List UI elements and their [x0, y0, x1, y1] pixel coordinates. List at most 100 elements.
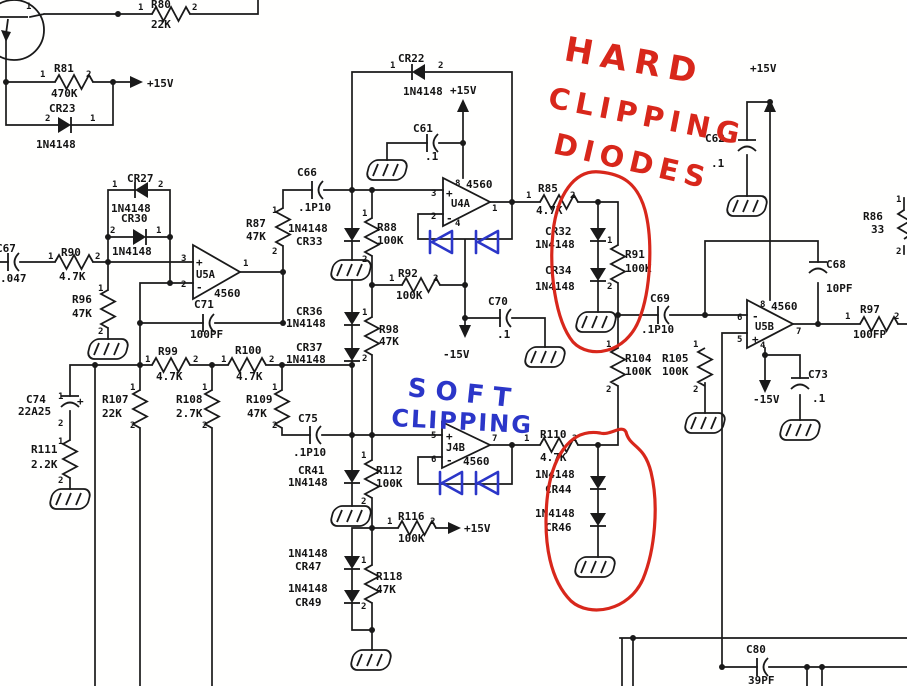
c73-val: .1 — [812, 392, 826, 405]
r109-p1: 1 — [272, 383, 277, 393]
r116-ref: R116 — [398, 510, 425, 523]
arrow-minus15-u5b — [759, 380, 771, 393]
cr27-p1: 1 — [112, 180, 117, 190]
u5a-plus: + — [196, 256, 203, 269]
cr36-val: 1N4148 — [286, 317, 326, 330]
diode-cr30 — [132, 228, 147, 246]
r87-val: 47K — [246, 230, 266, 243]
c67-ref: C67 — [0, 242, 16, 255]
r104-ref: R104 — [625, 352, 652, 365]
c80-val: 39PF — [748, 674, 775, 686]
r105-val: 100K — [662, 365, 689, 378]
c74-ref: C74 — [26, 393, 46, 406]
u4a-p8: 8 — [455, 179, 460, 189]
diode-cr33 — [343, 227, 361, 242]
r88-p2: 2 — [362, 255, 367, 265]
r87-p2: 2 — [272, 247, 277, 257]
capacitor-c67 — [7, 252, 20, 272]
capacitor-c70 — [499, 308, 512, 328]
r99-p1: 1 — [145, 355, 150, 365]
r112-val: 100K — [376, 477, 403, 490]
r118-p2: 2 — [361, 602, 366, 612]
diode-cr32 — [589, 227, 607, 242]
cr44-ref: CR44 — [545, 483, 572, 496]
cr22-p2: 2 — [438, 61, 443, 71]
c62-val: .1 — [711, 157, 725, 170]
r92-p2: 2 — [433, 274, 438, 284]
capacitor-c69 — [657, 305, 670, 325]
r100-p2: 2 — [269, 355, 274, 365]
c80-ref: C80 — [746, 643, 766, 656]
u5a-p1: 1 — [243, 259, 248, 269]
r96-p2: 2 — [98, 327, 103, 337]
u4a-plus: + — [446, 187, 453, 200]
cr33-val: 1N4148 — [288, 222, 328, 235]
ground-icon — [348, 649, 394, 671]
r110-p1: 1 — [524, 434, 529, 444]
r85-p1: 1 — [526, 191, 531, 201]
r80-ref: R80 — [151, 0, 171, 11]
r111-ref: R111 — [31, 443, 58, 456]
u5b-part: 4560 — [771, 300, 798, 313]
cr23-p2: 2 — [45, 114, 50, 124]
r112-ref: R112 — [376, 464, 403, 477]
blue-diode-sketches — [428, 229, 500, 496]
u4a-p4: 4 — [455, 219, 461, 229]
ground-icon — [777, 419, 823, 441]
minus15-label: -15V — [753, 393, 780, 406]
plus15-label: +15V — [450, 84, 477, 97]
r105-ref: R105 — [662, 352, 689, 365]
diode-cr34 — [589, 267, 607, 282]
r97-p1: 1 — [845, 312, 850, 322]
r90-p1: 1 — [48, 252, 53, 262]
ground-icon — [47, 488, 93, 510]
ground-icon — [328, 505, 374, 527]
r96-val: 47K — [72, 307, 92, 320]
r112-p1: 1 — [361, 451, 366, 461]
c61-val: .1 — [425, 150, 439, 163]
r111-val: 2.2K — [31, 458, 58, 471]
r86-p1: 1 — [896, 195, 901, 205]
r111-p1: 1 — [58, 437, 63, 447]
ground-icon — [572, 556, 618, 578]
cr22-p1: 1 — [390, 61, 395, 71]
u4a-p1: 1 — [492, 204, 497, 214]
opamp-u5b — [746, 298, 795, 350]
r86-ref: R86 — [863, 210, 883, 223]
plus15-label: +15V — [464, 522, 491, 535]
r96-ref: R96 — [72, 293, 92, 306]
cr32-ref: CR32 — [545, 225, 572, 238]
r100-val: 4.7K — [236, 370, 263, 383]
arrow-plus15-u5b — [764, 99, 776, 112]
u5b-p4: 4 — [760, 341, 766, 351]
cr49-ref: CR49 — [295, 596, 322, 609]
cr30-p2: 2 — [110, 226, 115, 236]
c69-val: .1P10 — [641, 323, 674, 336]
transistor-pin: 1 — [26, 2, 31, 12]
ground-icon — [364, 159, 410, 181]
u5b-minus: - — [752, 310, 759, 323]
arrow-plus15-left — [130, 76, 143, 88]
cr41-val: 1N4148 — [288, 476, 328, 489]
r118-ref: R118 — [376, 570, 403, 583]
diode-cr36 — [343, 311, 361, 326]
resistor-r98 — [364, 316, 380, 356]
r81-p1: 1 — [40, 70, 45, 80]
r88-ref: R88 — [377, 221, 397, 234]
u4a-part: 4560 — [466, 178, 493, 191]
r81-val: 470K — [51, 87, 78, 100]
r98-p2: 2 — [362, 354, 367, 364]
cr30-p1: 1 — [156, 226, 161, 236]
j4b-p6: 6 — [431, 455, 436, 465]
c70-val: .1 — [497, 328, 511, 341]
component-symbols — [0, 0, 899, 677]
j4b-p7: 7 — [492, 434, 497, 444]
u5b-p6: 6 — [737, 313, 742, 323]
transistor-symbol — [0, 0, 45, 61]
r104-val: 100K — [625, 365, 652, 378]
c75-ref: C75 — [298, 412, 318, 425]
c74-p2: 2 — [58, 419, 63, 429]
resistor-r111 — [62, 439, 78, 479]
r80-p2: 2 — [192, 3, 197, 13]
